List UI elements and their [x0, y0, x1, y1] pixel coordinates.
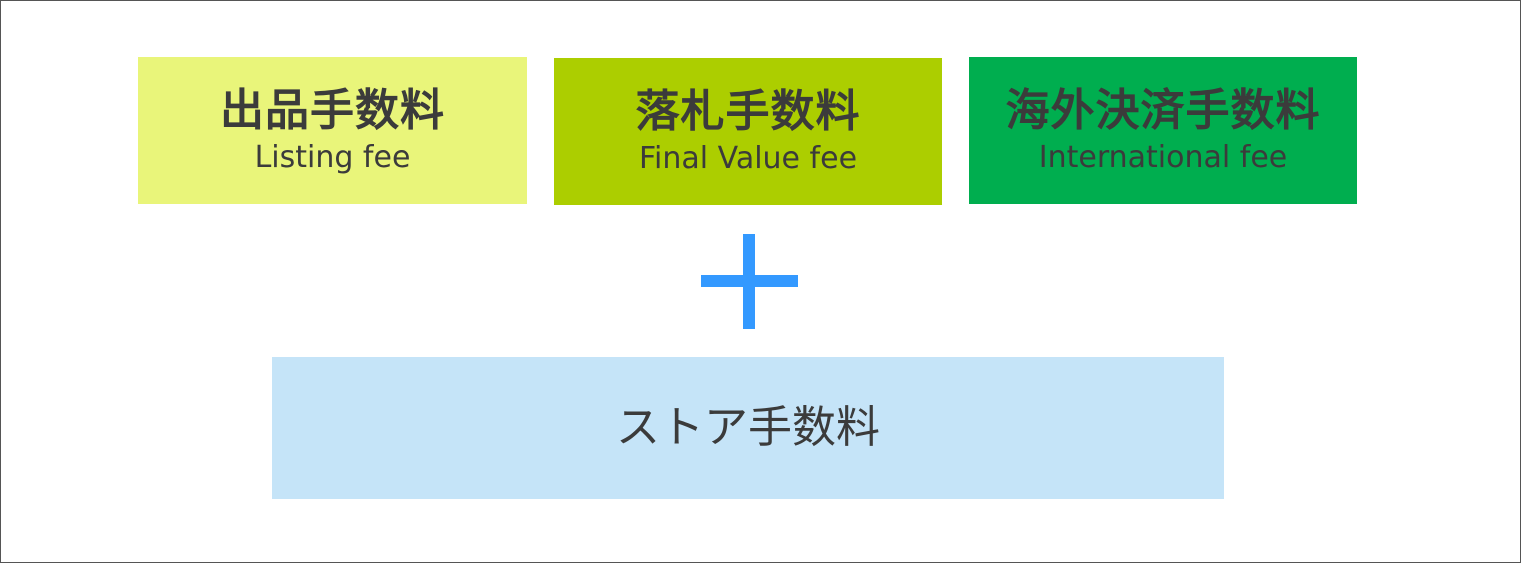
plus-icon — [701, 234, 798, 329]
store-fee-box: ストア手数料 — [272, 357, 1224, 499]
final-value-fee-box: 落札手数料 Final Value fee — [554, 58, 942, 205]
listing-fee-en-label: Listing fee — [254, 139, 411, 175]
final-value-fee-jp-label: 落札手数料 — [635, 85, 861, 137]
store-fee-label: ストア手数料 — [616, 402, 880, 453]
international-fee-jp-label: 海外決済手数料 — [1005, 84, 1321, 136]
international-fee-en-label: International fee — [1038, 139, 1288, 175]
listing-fee-jp-label: 出品手数料 — [220, 84, 445, 136]
final-value-fee-en-label: Final Value fee — [638, 140, 858, 176]
international-fee-box: 海外決済手数料 International fee — [969, 57, 1357, 204]
listing-fee-box: 出品手数料 Listing fee — [138, 57, 527, 204]
plus-icon-vertical-bar — [743, 234, 755, 329]
